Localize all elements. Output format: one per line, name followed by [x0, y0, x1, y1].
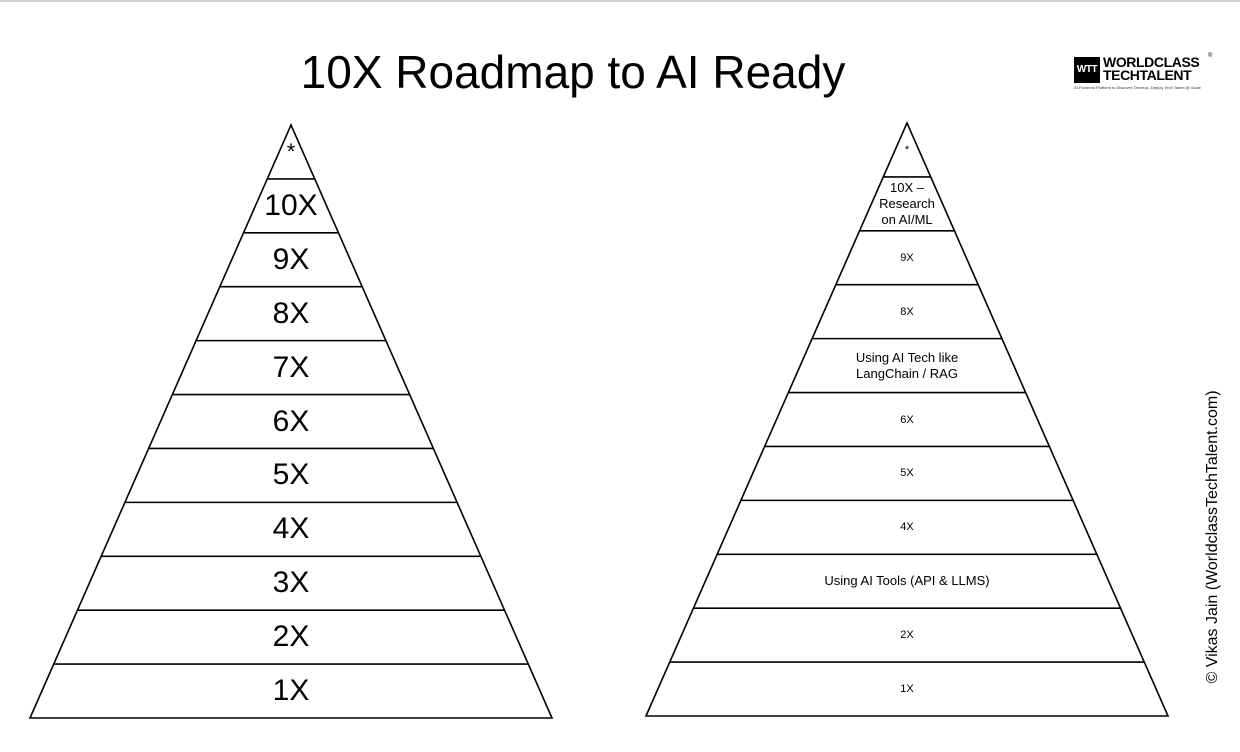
- right-pyramid-level-label: 5X: [900, 467, 914, 480]
- logo-line-2: TECHTALENT: [1103, 67, 1192, 83]
- logo-registered-mark: ®: [1208, 53, 1213, 59]
- logo-tagline: AI-Powered Platform to Discover, Develop…: [1074, 85, 1201, 90]
- page-title: 10X Roadmap to AI Ready: [300, 46, 846, 98]
- left-pyramid-level-label: *: [286, 138, 296, 164]
- copyright-text: © Vikas Jain (WorldclassTechTalent.com): [1204, 390, 1221, 684]
- left-pyramid-level-label: 1X: [272, 674, 310, 708]
- right-pyramid-level-label: *: [904, 143, 910, 156]
- logo-mark: WTT: [1074, 57, 1100, 83]
- worldclass-techtalent-logo: WTT WORLDCLASS TECHTALENT ® AI-Powered P…: [1074, 53, 1216, 94]
- right-pyramid-level-label: 9X: [900, 251, 914, 264]
- left-pyramid-level-label: 3X: [272, 566, 310, 600]
- left-pyramid-level-label: 5X: [272, 458, 310, 492]
- left-pyramid-level-label: 7X: [272, 350, 310, 384]
- right-pyramid-level-label: 6X: [900, 413, 914, 426]
- left-pyramid-level-label: 10X: [264, 188, 318, 222]
- logo-line-1: WORLDCLASS: [1103, 54, 1200, 70]
- left-pyramid-level-label: 9X: [272, 242, 310, 276]
- right-pyramid-level-label: 4X: [900, 521, 914, 534]
- top-border-line: [0, 0, 1240, 2]
- right-pyramid: [644, 121, 1170, 717]
- right-pyramid-level-label: 2X: [900, 629, 914, 642]
- left-pyramid-level-label: 6X: [272, 404, 310, 438]
- right-pyramid-level-label: Using AI Tools (API & LLMS): [824, 573, 990, 589]
- left-pyramid-level-label: 8X: [272, 296, 310, 330]
- right-pyramid-outline: [644, 121, 1170, 717]
- left-pyramid-level-label: 4X: [272, 512, 310, 546]
- left-pyramid: [28, 123, 554, 719]
- right-pyramid-level-label: 1X: [900, 683, 914, 696]
- left-pyramid-outline: [28, 123, 554, 719]
- right-pyramid-level-label: 8X: [900, 305, 914, 318]
- left-pyramid-level-label: 2X: [272, 620, 310, 654]
